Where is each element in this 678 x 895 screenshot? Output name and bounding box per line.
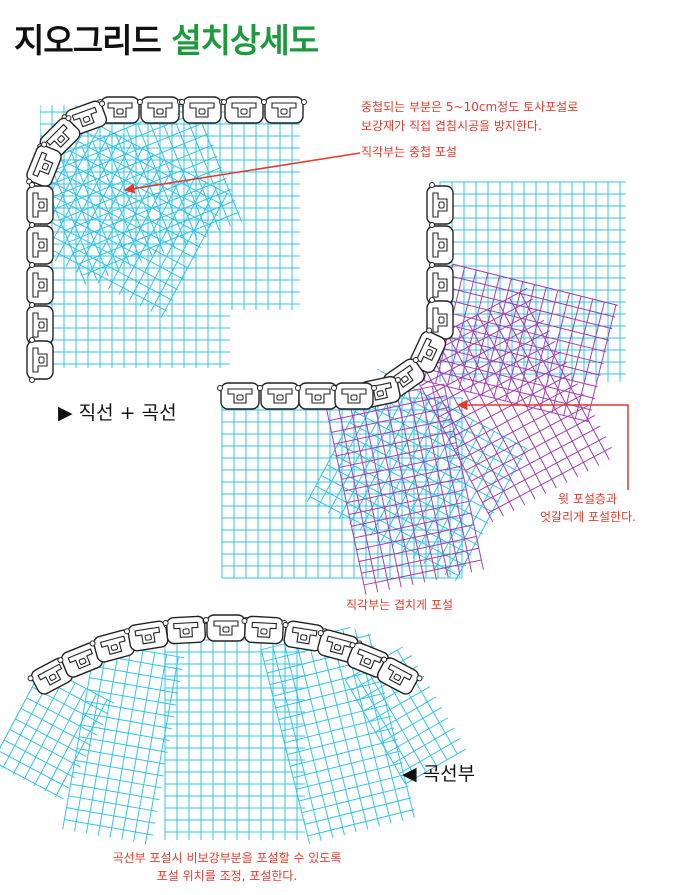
grid-curve-far-left [0, 665, 115, 800]
note-curve-line2: 포설 위치를 조정, 포설한다. [156, 869, 298, 883]
overlap-arrow [123, 152, 361, 194]
grid-curve-right [260, 622, 415, 844]
geocell-block [426, 297, 454, 343]
grid-purple-lower [326, 383, 484, 595]
geocell-block [26, 222, 54, 268]
geocell-block [331, 382, 377, 410]
geocell-block [409, 327, 447, 374]
note-upper-layer-line2: 엇갈리게 포설한다. [540, 510, 636, 524]
geocell-block [97, 96, 143, 124]
note-overlap-line1: 중첩되는 부분은 5~10cm정도 토사포설로 [361, 100, 579, 114]
geocell-block [241, 615, 288, 645]
geocell-block [123, 620, 170, 652]
note-curve-line1: 곡선부 포설시 비보강부분을 포설할 수 있도록 [112, 851, 342, 865]
geocell-block [179, 96, 225, 124]
annotation-arrows [123, 152, 629, 490]
geocell-block [346, 642, 393, 678]
geocell-block [57, 642, 104, 678]
note-right-angle-overlap: 직각부는 중첩 포설 [361, 145, 457, 159]
geocell-block [26, 262, 54, 308]
title-part2: 설치상세도 [171, 21, 319, 60]
geocell-block [426, 182, 454, 228]
note-right-angle-cross: 직각부는 겹치게 포설 [346, 598, 453, 612]
title-part1: 지오그리드 [14, 21, 162, 60]
geocell-block [89, 629, 135, 663]
geocell-block [137, 96, 183, 124]
note-upper-layer-line1: 윗 포설층과 [558, 492, 618, 506]
geocell-block [376, 656, 423, 695]
geocell-block [26, 337, 54, 383]
geocell-block [162, 615, 209, 645]
figure-curve-section [0, 604, 467, 844]
label-curve-section: ◀ 곡선부 [402, 763, 476, 785]
grid-purple-diagonal [403, 287, 612, 523]
geocell-block [261, 96, 307, 124]
page-title: 지오그리드 설치상세도 [14, 14, 319, 62]
geocell-block [221, 96, 267, 124]
geocell-block [26, 182, 54, 228]
cross-arrow [456, 399, 629, 490]
geocell-block [26, 141, 62, 188]
note-overlap-line2: 보강재가 직접 겹침시공을 방지한다. [361, 119, 542, 133]
label-straight-curve: ▶ 직선 + 곡선 [58, 402, 177, 424]
geocell-block [426, 222, 454, 268]
geocell-block [26, 302, 54, 348]
geocell-block [203, 614, 249, 642]
figure-straight-plus-curve [0, 60, 320, 383]
geocell-block [217, 382, 263, 410]
figure-right-angle-crossing [210, 170, 626, 595]
